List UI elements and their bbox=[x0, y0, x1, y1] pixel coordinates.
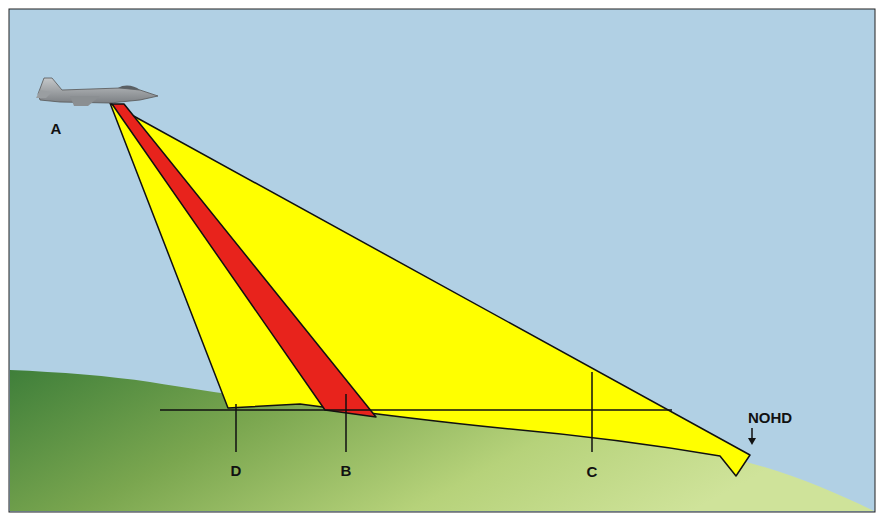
aircraft bbox=[36, 78, 158, 106]
point-label: D bbox=[231, 463, 242, 478]
distance-label: NOHD bbox=[748, 410, 792, 425]
laser-beam-core bbox=[112, 104, 376, 417]
point-label: B bbox=[341, 463, 352, 478]
marker-b bbox=[345, 394, 347, 452]
point-label: C bbox=[587, 464, 598, 479]
reference-line bbox=[160, 409, 672, 411]
laser-beam-hazard-area bbox=[110, 103, 750, 476]
marker-c bbox=[591, 372, 593, 452]
sky bbox=[9, 9, 875, 512]
marker-d bbox=[235, 404, 237, 452]
point-label: A bbox=[51, 121, 62, 136]
nohd-arrowhead bbox=[748, 438, 756, 445]
